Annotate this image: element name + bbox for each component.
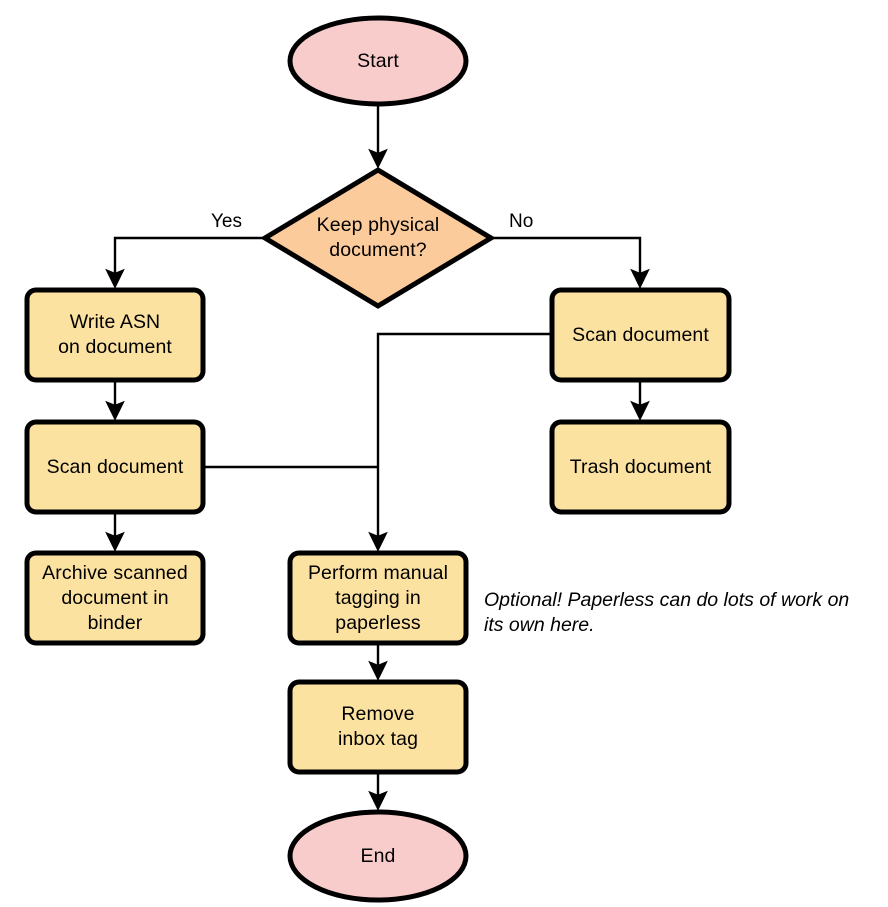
node-archive-scanned-document-in-binder[interactable] [24, 550, 206, 646]
node-start[interactable] [287, 15, 469, 107]
node-remove-inbox-tag[interactable] [287, 679, 469, 775]
edge-scan-right-to-manual-tagging [368, 332, 552, 552]
node-scan-document-right[interactable] [549, 287, 732, 383]
edge-decision-to-write-asn [105, 236, 265, 289]
node-end[interactable] [287, 809, 469, 903]
edge-decision-to-scan-right [491, 236, 650, 289]
optional-note-annotation: Optional! Paperless can do lots of work … [484, 589, 850, 636]
node-perform-manual-tagging-in-paperless[interactable] [287, 550, 469, 646]
node-write-asn-on-document[interactable] [24, 287, 206, 383]
edge-layer [105, 104, 650, 811]
node-trash-document[interactable] [549, 419, 732, 515]
node-scan-document-left[interactable] [24, 419, 206, 515]
edge-label-yes: Yes [211, 211, 242, 232]
edge-label-no: No [509, 211, 534, 232]
node-decision-keep-physical-document[interactable] [260, 167, 496, 309]
node-layer [24, 15, 732, 903]
